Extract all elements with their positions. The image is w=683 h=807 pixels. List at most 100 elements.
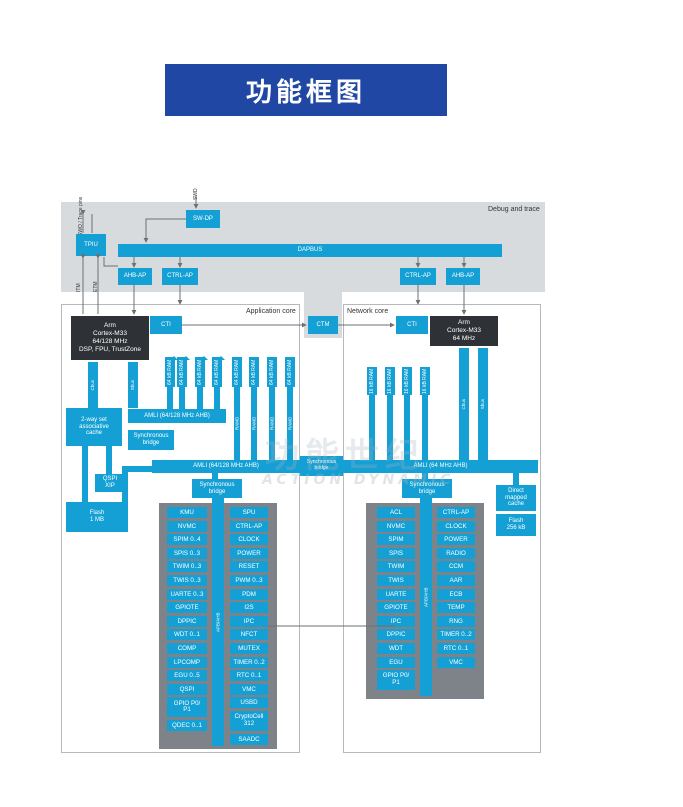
app-ram-3: 64 kB RAM (212, 357, 222, 387)
net-periph-twim: TWIM (377, 561, 415, 573)
app-periph-qspi: QSPI (167, 683, 207, 695)
net-sbus-label: Sbus (480, 398, 486, 410)
net-cbus: Cbus (459, 348, 469, 460)
net-cache-stub (513, 473, 519, 485)
app-periph-mutex: MUTEX (230, 642, 268, 654)
app-periph-lpcomp: LPCOMP (167, 656, 207, 668)
net-ram-bus-3 (422, 395, 428, 460)
net-periph-wdt: WDT (377, 642, 415, 654)
net-periph-ipc: IPC (377, 615, 415, 627)
ctm-block: CTM (308, 316, 338, 334)
app-ram-5: 64 kB RAM (249, 357, 259, 387)
swd-label: SWD (193, 188, 199, 200)
app-periph-right-column: SPU CTRL-AP CLOCK POWER RESET PWM 0..3 P… (230, 507, 268, 745)
app-periph-pdm: PDM (230, 588, 268, 600)
net-ram-3: 16 kB RAM (420, 367, 430, 395)
net-ram-1: 16 kB RAM (385, 367, 395, 395)
net-ram-bus-0 (369, 395, 375, 460)
net-cti-block: CTI (396, 316, 428, 334)
net-ram-bus-2 (404, 395, 410, 460)
net-amli-bar: AMLI (64 MHz AHB) (343, 460, 538, 473)
debug-trace-label: Debug and trace (488, 206, 540, 213)
tpiu-block: TPIU (76, 234, 106, 256)
sw-dp-block: SW-DP (186, 210, 220, 228)
net-periph-vmc: VMC (437, 656, 475, 668)
dapbus-bar: DAPBUS (118, 244, 502, 257)
app-ramd-bus-3: RAMD (287, 387, 293, 460)
net-periph-acl: ACL (377, 507, 415, 518)
cross-sync-bridge: Synchronous bridge (300, 456, 343, 476)
app-sbus-label: Sbus (130, 379, 136, 391)
app-ram-2: 64 kB RAM (195, 357, 205, 387)
net-apb-label: APB/AHB (423, 587, 429, 607)
app-periph-timer: TIMER 0..2 (230, 656, 268, 668)
net-periph-rng: RNG (437, 615, 475, 627)
app-ram-bus-3 (214, 387, 220, 410)
net-periph-ccm: CCM (437, 561, 475, 573)
app-ram-bus-2 (197, 387, 203, 410)
itm-label: ITM (76, 283, 82, 292)
net-bridge-stub (422, 473, 428, 481)
app-periph-ctrl-ap: CTRL-AP (230, 520, 268, 532)
net-periph-nvmc: NVMC (377, 520, 415, 532)
net-periph-uarte: UARTE (377, 588, 415, 600)
app-amli-big: AMLI (64/128 MHz AHB) (152, 460, 300, 473)
app-cbus: Cbus (88, 362, 98, 408)
net-direct-cache: Direct mapped cache (496, 485, 536, 511)
net-periph-radio: RADIO (437, 547, 475, 559)
app-periph-wdt: WDT 0..1 (167, 629, 207, 641)
app-ram-bus-1 (179, 387, 185, 410)
app-periph-saadc: SAADC (230, 733, 268, 745)
app-periph-ipc: IPC (230, 615, 268, 627)
net-cbus-label: Cbus (461, 398, 467, 410)
app-ram-0: 64 kB RAM (165, 357, 175, 387)
app-bridge-stub (212, 473, 218, 481)
net-periph-rtc: RTC 0..1 (437, 642, 475, 654)
swo-trace-label: SWO / Trace pins (78, 196, 84, 236)
net-ram-bus-1 (387, 395, 393, 460)
app-periph-left-column: KMU NVMC SPIM 0..4 SPIS 0..3 TWIM 0..3 T… (167, 507, 207, 731)
app-amli-small: AMLI (64/128 MHz AHB) (128, 409, 226, 423)
app-sync-bridge-1: Synchronous bridge (128, 430, 174, 450)
net-periph-left-column: ACL NVMC SPIM SPIS TWIM TWIS UARTE GPIOT… (377, 507, 415, 691)
net-flash-block: Flash 256 kB (496, 514, 536, 536)
app-periph-cryptocell: CryptoCell 312 (230, 710, 268, 731)
app-flash-block: Flash 1 MB (66, 502, 128, 532)
net-ram-2: 16 kB RAM (402, 367, 412, 395)
app-cpu-block: Arm Cortex-M33 64/128 MHz DSP, FPU, Trus… (71, 316, 149, 360)
net-apb-bus: APB/AHB (420, 498, 432, 696)
app-ramd-bus-0: RAMD (234, 387, 240, 460)
app-periph-vmc: VMC (230, 683, 268, 695)
app-amli-link (122, 466, 152, 472)
net-periph-power: POWER (437, 534, 475, 546)
ahb-ap-left: AHB-AP (118, 268, 152, 285)
app-periph-clock: CLOCK (230, 534, 268, 546)
page-title: 功能框图 (165, 64, 447, 116)
app-ramd-label-1: RAMD (251, 416, 257, 431)
app-periph-qdec: QDEC 0..1 (167, 719, 207, 731)
ctrl-ap-right: CTRL-AP (400, 268, 436, 285)
app-periph-twis: TWIS 0..3 (167, 574, 207, 586)
net-periph-spim: SPIM (377, 534, 415, 546)
net-periph-aar: AAR (437, 574, 475, 586)
app-apb-bus: APB/AHB (212, 498, 224, 746)
app-cache-bus-b (106, 446, 112, 474)
net-periph-right-column: CTRL-AP CLOCK POWER RADIO CCM AAR ECB TE… (437, 507, 475, 668)
watermark-cn: 功能世纪 (265, 436, 425, 476)
app-qspi-xip: QSPI XIP (95, 474, 125, 492)
app-periph-egu: EGU 0..5 (167, 670, 207, 682)
app-periph-twim: TWIM 0..3 (167, 561, 207, 573)
app-ram-6: 64 kB RAM (267, 357, 277, 387)
app-amli-flash-bus (122, 466, 128, 503)
net-periph-ecb: ECB (437, 588, 475, 600)
app-sync-bridge-2: Synchronous bridge (192, 479, 242, 498)
net-periph-egu: EGU (377, 656, 415, 668)
net-sync-bridge: Synchronous bridge (402, 479, 452, 498)
app-ram-7: 64 kB RAM (285, 357, 295, 387)
app-periph-comp: COMP (167, 642, 207, 654)
net-periph-dppic: DPPIC (377, 629, 415, 641)
net-periph-ctrl-ap: CTRL-AP (437, 507, 475, 518)
app-periph-spim: SPIM 0..4 (167, 534, 207, 546)
app-periph-spu: SPU (230, 507, 268, 518)
app-periph-uarte: UARTE 0..3 (167, 588, 207, 600)
